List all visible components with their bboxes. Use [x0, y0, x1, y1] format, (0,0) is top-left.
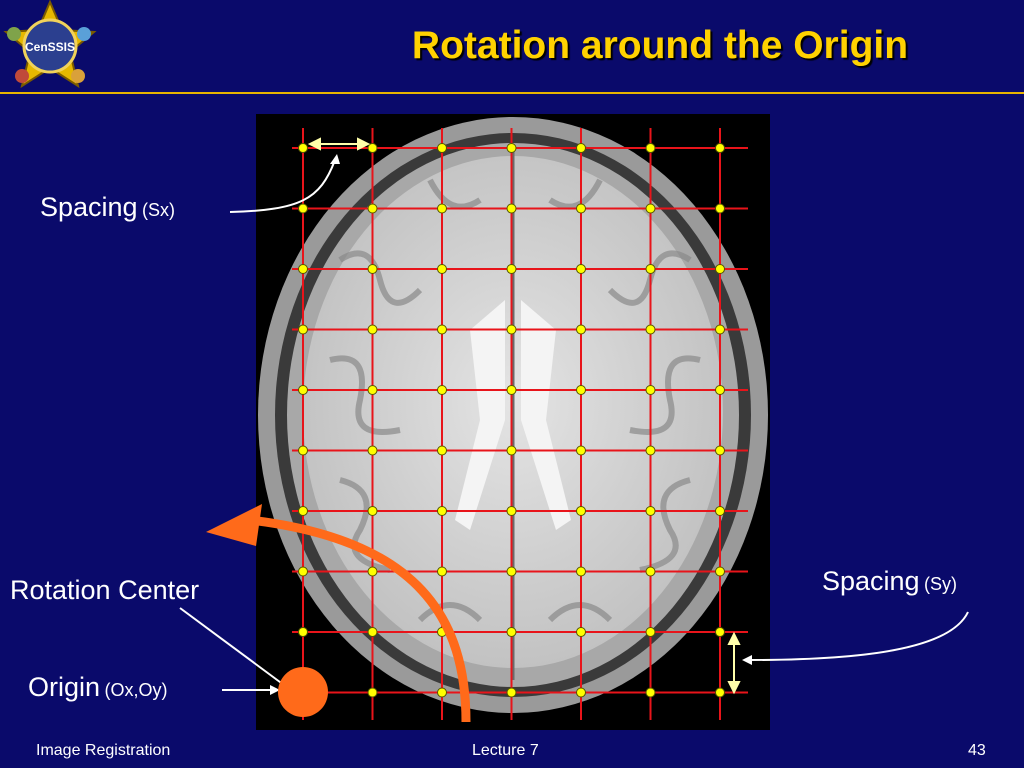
- grid-point: [367, 324, 378, 335]
- grid-point: [437, 506, 447, 516]
- grid-point: [298, 506, 308, 516]
- spacing-y-arrow: [727, 631, 741, 695]
- slide-title: Rotation around the Origin: [411, 24, 909, 67]
- grid-point: [506, 687, 517, 698]
- spacing-x-symbol: (Sx): [142, 200, 176, 220]
- grid-point: [576, 385, 586, 395]
- grid-point: [437, 566, 447, 577]
- grid-point: [506, 264, 517, 274]
- grid-point: [437, 324, 447, 335]
- grid-point: [576, 143, 586, 153]
- grid-point: [645, 445, 656, 456]
- grid-point: [298, 385, 308, 395]
- spacing-x-label: Spacing (Sx): [40, 192, 175, 223]
- grid-point: [367, 566, 378, 577]
- grid-point: [645, 627, 656, 637]
- rotation-center-callout: [179, 607, 289, 689]
- grid-point: [367, 627, 378, 637]
- grid-point: [298, 324, 308, 335]
- footer-center: Lecture 7: [472, 742, 539, 759]
- grid-point: [645, 385, 656, 395]
- grid-point: [298, 264, 308, 274]
- origin-symbol: (Ox,Oy): [104, 680, 168, 700]
- grid-point: [367, 687, 378, 698]
- grid-point: [576, 264, 586, 274]
- rotation-center-label: Rotation Center: [10, 575, 200, 605]
- grid-point: [645, 203, 656, 214]
- grid-point: [437, 203, 447, 214]
- grid-point: [506, 506, 517, 516]
- grid-point: [298, 627, 308, 637]
- grid-point: [715, 687, 725, 698]
- grid-point: [576, 445, 586, 456]
- grid-point: [576, 627, 586, 637]
- grid-point: [437, 385, 447, 395]
- grid-point: [645, 264, 656, 274]
- grid-point: [576, 566, 586, 577]
- grid-point: [506, 627, 517, 637]
- spacing-x-arrow: [307, 137, 371, 151]
- grid-lines: [292, 128, 748, 720]
- spacing-y-symbol: (Sy): [924, 574, 958, 594]
- grid-point: [645, 687, 656, 698]
- grid-point: [506, 143, 517, 153]
- grid-point: [298, 445, 308, 456]
- grid-point: [367, 506, 378, 516]
- grid-point: [367, 203, 378, 214]
- grid-point: [576, 324, 586, 335]
- grid-point: [645, 324, 656, 335]
- grid-point: [715, 324, 725, 335]
- grid-point: [437, 445, 447, 456]
- spacing-y-word: Spacing: [822, 566, 920, 596]
- grid-point: [576, 506, 586, 516]
- censsis-logo: CenSSIS: [3, 0, 97, 89]
- grid-point: [715, 627, 725, 637]
- grid-point: [715, 445, 725, 456]
- grid-point: [367, 264, 378, 274]
- grid-point: [367, 445, 378, 456]
- grid-point: [715, 264, 725, 274]
- rotation-arrowhead: [206, 504, 262, 546]
- grid-point: [506, 385, 517, 395]
- grid-points: [298, 143, 725, 698]
- ventricle-right: [521, 300, 571, 530]
- grid-point: [367, 385, 378, 395]
- origin-word: Origin: [28, 672, 101, 702]
- grid-point: [715, 143, 725, 153]
- grid-point: [437, 143, 447, 153]
- grid-point: [367, 143, 378, 153]
- grid-point: [645, 143, 656, 153]
- title-divider: [0, 92, 1024, 94]
- footer-left: Image Registration: [36, 742, 171, 759]
- spacing-x-word: Spacing: [40, 192, 138, 222]
- grid-point: [715, 506, 725, 516]
- grid-point: [437, 264, 447, 274]
- spacing-y-callout: [747, 611, 969, 661]
- grid-point: [645, 506, 656, 516]
- rotation-arc-arrow: [249, 515, 471, 723]
- grid-point: [645, 566, 656, 577]
- grid-point: [715, 203, 725, 214]
- grid-point: [715, 566, 725, 577]
- grid-point: [576, 687, 586, 698]
- origin-marker: [278, 667, 328, 717]
- ventricle-left: [455, 300, 505, 530]
- spacing-x-callout: [229, 159, 336, 213]
- grid-point: [506, 445, 517, 456]
- grid-point: [506, 566, 517, 577]
- page-number: 43: [968, 742, 986, 759]
- grid-point: [437, 687, 447, 698]
- grid-point: [298, 203, 308, 214]
- grid-point: [715, 385, 725, 395]
- grid-point: [298, 143, 308, 153]
- logo-text: CenSSIS: [25, 40, 75, 54]
- grid-point: [506, 324, 517, 335]
- grid-point: [506, 203, 517, 214]
- grid-point: [298, 566, 308, 577]
- grid-point: [576, 203, 586, 214]
- spacing-y-label: Spacing (Sy): [822, 566, 957, 597]
- origin-label: Origin (Ox,Oy): [28, 672, 167, 703]
